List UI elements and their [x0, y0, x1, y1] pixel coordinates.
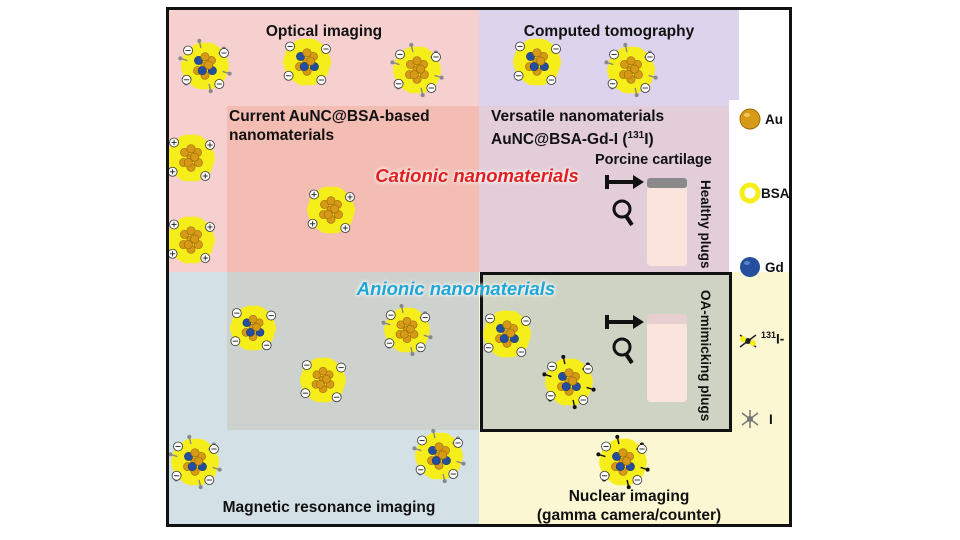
arrow-icon — [605, 175, 644, 189]
arrow-icon — [605, 315, 644, 329]
nanoparticle-icon — [169, 125, 224, 191]
oa-plugs-label: OA-mimicking plugs — [698, 290, 713, 422]
nanoparticle-icon — [375, 298, 439, 362]
bsa-legend-label: BSA — [761, 186, 790, 201]
nanoparticle-icon — [474, 301, 540, 367]
nanoparticle-icon — [598, 37, 664, 103]
magnifier-icon — [612, 337, 634, 365]
nanoparticle-icon — [274, 29, 340, 95]
oa-plug-icon — [647, 314, 687, 402]
nanoparticle-icon — [298, 177, 364, 243]
optical-imaging-title: Optical imaging — [265, 23, 383, 40]
nanoparticle-icon — [172, 33, 238, 99]
au-legend-label: Au — [765, 112, 783, 127]
nanoparticle-icon — [504, 29, 570, 95]
versatile-superscript: 131 — [627, 130, 645, 141]
mri-title: Magnetic resonance imaging — [222, 499, 436, 516]
versatile-line2-text: AuNC@BSA-Gd-I ( — [491, 131, 628, 149]
magnifier-icon — [612, 199, 634, 227]
legend-panel — [729, 100, 789, 272]
current-line2: nanomaterials — [229, 127, 335, 144]
versatile-nanomaterials-label: Versatile nanomaterials AuNC@BSA-Gd-I (1… — [491, 107, 731, 149]
anionic-region — [227, 272, 479, 430]
current-line1: Current AuNC@BSA-based — [229, 108, 430, 125]
figure-frame: Optical imaging Computed tomography Magn… — [166, 7, 792, 527]
gd-legend-icon — [739, 256, 761, 283]
healthy-plug-icon — [647, 178, 687, 266]
nanoparticle-icon — [221, 296, 285, 360]
iodine-legend-icon — [739, 408, 761, 435]
iodine-131-legend-label: 131I- — [761, 330, 784, 347]
cationic-nanomaterials-banner: Cationic nanomaterials — [375, 165, 579, 186]
nanoparticle-icon — [590, 429, 656, 495]
iodine-131-text: I- — [776, 331, 785, 347]
versatile-line1: Versatile nanomaterials — [491, 108, 665, 125]
nuclear-imaging-line2: (gamma camera/counter) — [536, 507, 722, 524]
gold-legend-icon — [739, 108, 761, 135]
gd-legend-label: Gd — [765, 260, 784, 275]
nanoparticle-icon — [291, 348, 355, 412]
nuclear-imaging-title: Nuclear imaging (gamma camera/counter) — [499, 487, 759, 524]
iodine-131-superscript: 131 — [761, 330, 777, 340]
nanoparticle-icon — [406, 423, 472, 489]
nanoparticle-icon — [384, 37, 450, 103]
iodine-legend-label: I — [769, 412, 773, 427]
nuclear-imaging-line1: Nuclear imaging — [568, 488, 690, 505]
versatile-line2-tail: I) — [644, 131, 654, 149]
nanoparticle-icon — [169, 429, 228, 495]
current-nanomaterials-label: Current AuNC@BSA-based nanomaterials — [229, 107, 469, 145]
current-nanomaterials-region — [227, 106, 479, 272]
anionic-nanomaterials-banner: Anionic nanomaterials — [356, 278, 556, 299]
nanoparticle-icon — [169, 207, 224, 273]
iodine-131-legend-icon — [737, 330, 759, 357]
bsa-legend-icon — [739, 182, 761, 209]
healthy-plugs-label: Healthy plugs — [698, 180, 713, 269]
porcine-cartilage-label: Porcine cartilage — [595, 152, 712, 168]
nanoparticle-icon — [536, 349, 602, 415]
versatile-line2: AuNC@BSA-Gd-I (131I) — [491, 126, 731, 149]
computed-tomography-title: Computed tomography — [523, 23, 695, 40]
